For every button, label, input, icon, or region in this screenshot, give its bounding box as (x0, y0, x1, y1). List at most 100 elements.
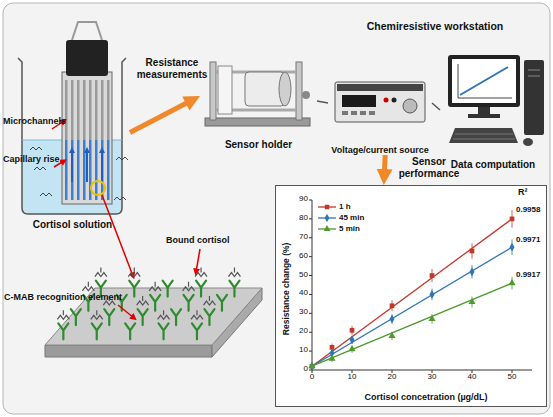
y-tick-label: 0 (278, 365, 308, 374)
cortisol-molecule (30, 147, 42, 150)
antibody (192, 323, 202, 339)
motor-cap (279, 72, 291, 106)
data-point (509, 243, 514, 252)
meter-terminal (384, 98, 389, 103)
bound-cortisol (128, 268, 140, 277)
r-squared-value: 0.9971 (516, 236, 540, 245)
bound-cortisol (191, 310, 203, 319)
beaker (18, 22, 133, 276)
antibody (184, 295, 194, 311)
instrument-node: Voltage/current source (328, 75, 432, 155)
holder-base (205, 118, 310, 126)
clip-handle (72, 22, 102, 40)
mouse (523, 138, 533, 146)
error-bar (352, 346, 353, 353)
filled-microchannel (107, 140, 110, 200)
binder-clip (66, 40, 108, 76)
data-point (428, 315, 435, 321)
legend-text: 5 min (339, 224, 360, 233)
microchannel (107, 80, 110, 140)
error-bar (392, 300, 393, 311)
y-tick-label: 60 (278, 252, 308, 261)
antibody (138, 309, 148, 325)
data-point (350, 328, 355, 333)
meter-terminal (392, 98, 397, 103)
screen-axes (458, 64, 512, 98)
pc-tower (524, 60, 544, 135)
r-squared-value: 0.9958 (516, 206, 540, 215)
data-point (348, 345, 355, 351)
node-caption: Cortisol solution (15, 219, 130, 231)
group-heading: Chemiresistive workstation (322, 20, 548, 32)
filled-microchannel (95, 140, 98, 200)
y-tick-label: 10 (278, 346, 308, 355)
meter-display (342, 95, 376, 107)
legend-entry: 5 min (318, 224, 360, 233)
error-bar (472, 265, 473, 279)
error-bar (512, 277, 513, 290)
legend-sample (318, 225, 336, 233)
capillary-arrow (101, 150, 103, 182)
data-point (430, 273, 435, 278)
error-bar (312, 363, 313, 369)
error-bar (432, 289, 433, 301)
y-tick (309, 370, 312, 371)
screen-plot (460, 67, 508, 95)
beaker-outline (18, 58, 126, 214)
tower-slot (528, 76, 540, 77)
legend-entry: 1 h (318, 202, 351, 211)
data-point (349, 335, 354, 344)
antibody (104, 309, 114, 325)
bound-cortisol (228, 268, 240, 277)
cable-line (432, 103, 440, 110)
error-bar (432, 269, 433, 282)
data-point (468, 298, 475, 304)
bound-cortisol (57, 310, 69, 319)
bound-cortisol (149, 282, 161, 291)
error-bar (332, 355, 333, 362)
data-point (508, 279, 515, 285)
antibody (196, 281, 206, 297)
microchannel (89, 80, 92, 140)
y-tick-label: 50 (278, 271, 308, 280)
microchannel (71, 80, 74, 140)
legend-marker (325, 214, 330, 222)
bound-cortisol (203, 296, 215, 305)
beaker-node: Cortisol solution (15, 35, 130, 230)
error-bar (312, 363, 313, 369)
microchannel (77, 80, 80, 140)
pointer-arrow (196, 249, 200, 272)
bound-cortisol (183, 282, 195, 291)
fit-line (312, 283, 512, 366)
antibody (171, 309, 181, 325)
sensor-surface (45, 249, 262, 357)
data-point (389, 315, 394, 324)
tower-slot (528, 70, 540, 71)
error-bar (312, 363, 313, 369)
y-tick (309, 313, 312, 314)
error-bar (352, 336, 353, 344)
error-bar (392, 332, 393, 340)
holder-clamp (218, 66, 232, 114)
legend-marker (324, 225, 331, 231)
part-label: Capillary rise (3, 155, 60, 165)
cable-line (317, 101, 328, 103)
antibody-array (57, 268, 240, 340)
data-point (429, 290, 434, 299)
filled-microchannel (83, 140, 86, 200)
bound-cortisol (137, 296, 149, 305)
x-axis (312, 370, 532, 371)
cortisol-molecule (116, 157, 128, 160)
data-point (328, 355, 335, 361)
bound-cortisol (82, 282, 94, 291)
antibody (125, 323, 135, 339)
y-tick (309, 275, 312, 276)
zoom-circle (91, 181, 105, 195)
y-tick (309, 332, 312, 333)
legend-text: 45 min (339, 213, 364, 222)
bound-cortisol (91, 310, 103, 319)
y-tick (309, 200, 312, 201)
